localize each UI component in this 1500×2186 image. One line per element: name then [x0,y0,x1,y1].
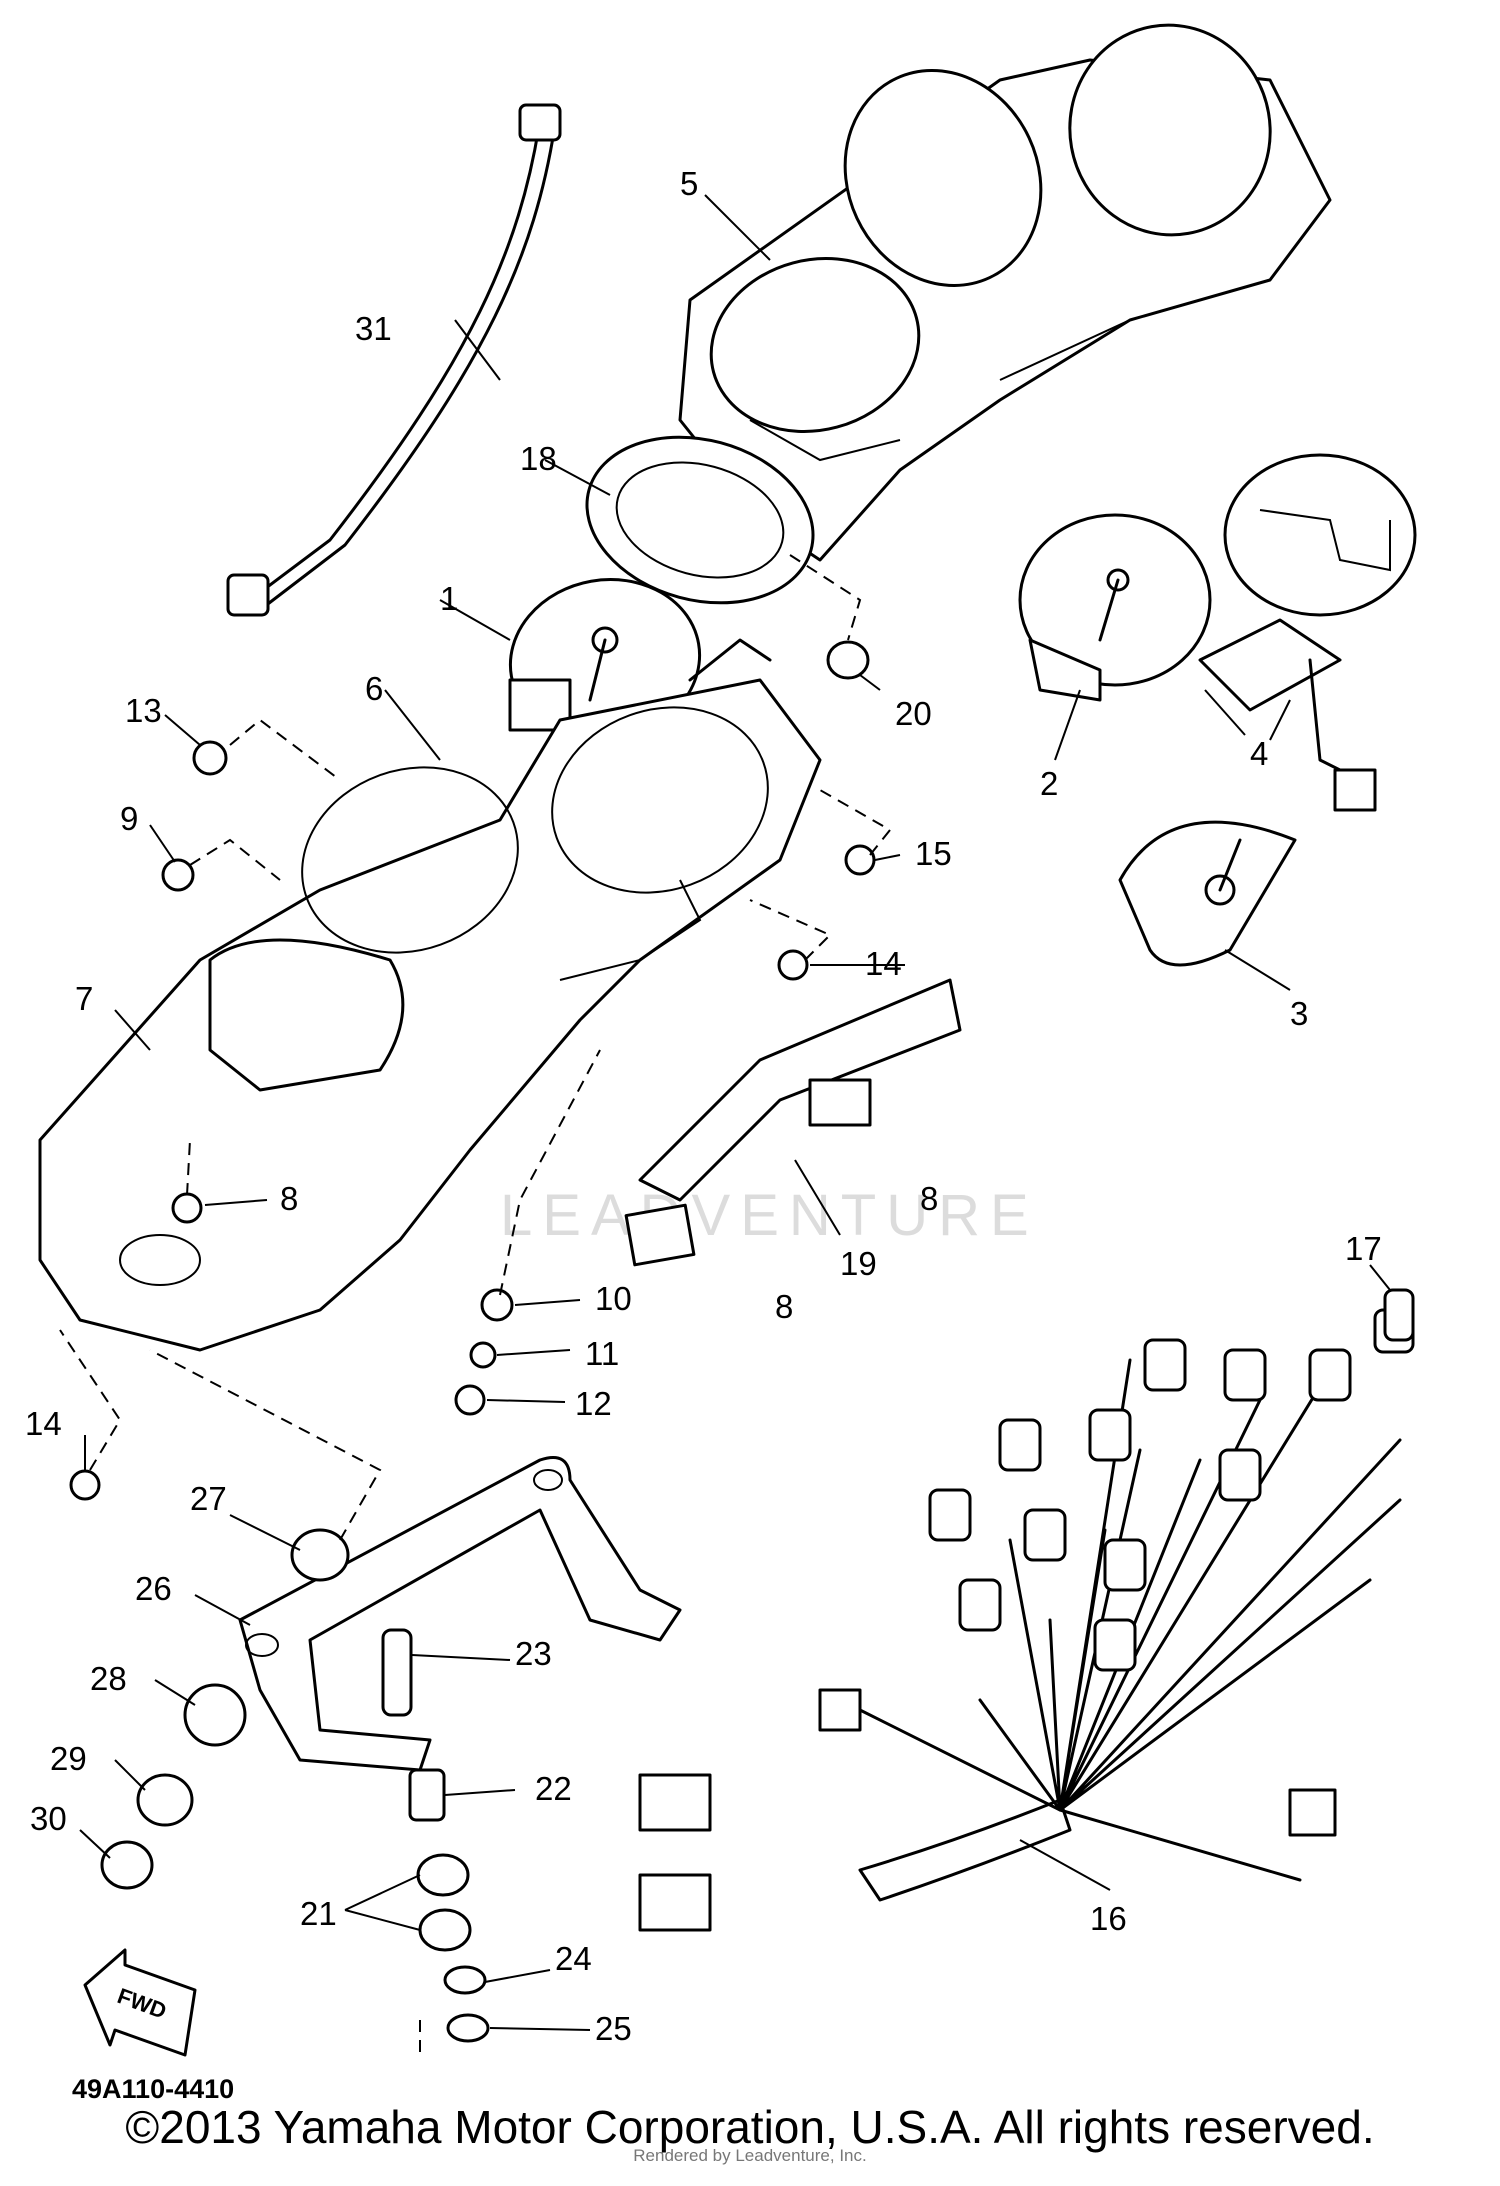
part-16-wire-harness [638,1308,1415,1932]
part-11-clip [469,1341,497,1369]
part-5-meter-cover [678,23,1332,562]
part-9-screw [161,858,195,892]
callout-14-lower: 14 [25,1405,62,1442]
part-24-washer [443,1965,487,1995]
callout-26: 26 [135,1570,172,1607]
part-10-washer [480,1288,514,1322]
assembly-lines [59,554,892,2060]
callout-28: 28 [90,1660,127,1697]
callout-10: 10 [595,1280,632,1317]
callout-18: 18 [520,440,557,477]
part-17-bulb [1383,1288,1415,1342]
part-29-washer [136,1773,194,1827]
callout-labels: 1 2 3 4 5 6 7 8 8 8 9 10 11 12 13 14 14 … [25,165,1382,2047]
part-20-grommet [826,640,870,680]
part-14-screw-lower [69,1469,101,1501]
harness-bulb-sockets [928,1308,1415,1672]
part-18-bezel-ring [585,435,815,605]
callout-7: 7 [75,980,93,1017]
callout-13: 13 [125,692,162,729]
callout-2: 2 [1040,765,1058,802]
leader-lines [79,194,1391,2031]
part-12-nut [454,1384,486,1416]
callout-12: 12 [575,1385,612,1422]
callout-5: 5 [680,165,698,202]
callout-30: 30 [30,1800,67,1837]
callout-6: 6 [365,670,383,707]
callout-17: 17 [1345,1230,1382,1267]
fwd-arrow-icon: FWD [83,1948,197,2057]
callout-14-upper: 14 [865,945,902,982]
callout-1: 1 [440,580,458,617]
callout-20: 20 [895,695,932,732]
part-7-lower-housing [38,678,822,1352]
part-26-meter-stay [238,1456,682,1772]
callout-21: 21 [300,1895,337,1932]
rendered-by-note: Rendered by Leadventure, Inc. [633,2146,867,2165]
callout-9: 9 [120,800,138,837]
callout-4: 4 [1250,735,1268,772]
callout-31: 31 [355,310,392,347]
callout-8-c: 8 [775,1288,793,1325]
hardware-parts [69,740,1415,2043]
part-25-nut [446,2013,490,2043]
callout-19: 19 [840,1245,877,1282]
copyright-notice: ©2013 Yamaha Motor Corporation, U.S.A. A… [125,2101,1375,2153]
callout-3: 3 [1290,995,1308,1032]
diagram-part-code: 49A110-4410 [72,2074,234,2104]
callout-11: 11 [585,1335,619,1372]
part-31-speedometer-cable [226,103,562,617]
part-19-indicator-bracket [624,978,962,1267]
callout-8-b: 8 [920,1180,938,1217]
callout-27: 27 [190,1480,227,1517]
callout-8-a: 8 [280,1180,298,1217]
part-2-speedometer [1018,513,1212,702]
callout-22: 22 [535,1770,572,1807]
part-4-gauge-unit [1198,453,1417,812]
part-30-nut [100,1840,154,1890]
part-13-screw [192,740,228,776]
part-8-screw [171,1192,203,1224]
part-28-damper [183,1683,247,1747]
part-23-bolt [381,1628,413,1717]
part-21-grommet-upper [416,1853,470,1897]
part-21-grommet-lower [418,1908,472,1952]
callout-24: 24 [555,1940,592,1977]
watermark-text: LEADVENTURE [500,1183,1039,1248]
callout-15: 15 [915,835,952,872]
part-15-screw [844,844,876,876]
part-3-temp-gauge [1118,820,1297,967]
part-22-collar [408,1768,446,1822]
callout-25: 25 [595,2010,632,2047]
callout-16: 16 [1090,1900,1127,1937]
part-27-damper [290,1528,350,1582]
part-14-screw-upper [777,949,809,981]
callout-29: 29 [50,1740,87,1777]
callout-23: 23 [515,1635,552,1672]
